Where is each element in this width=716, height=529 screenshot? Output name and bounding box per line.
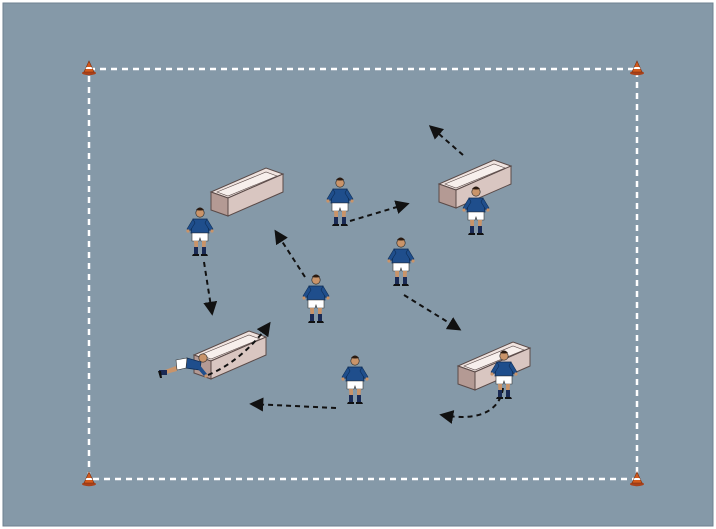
pitch-surface [3,3,713,526]
